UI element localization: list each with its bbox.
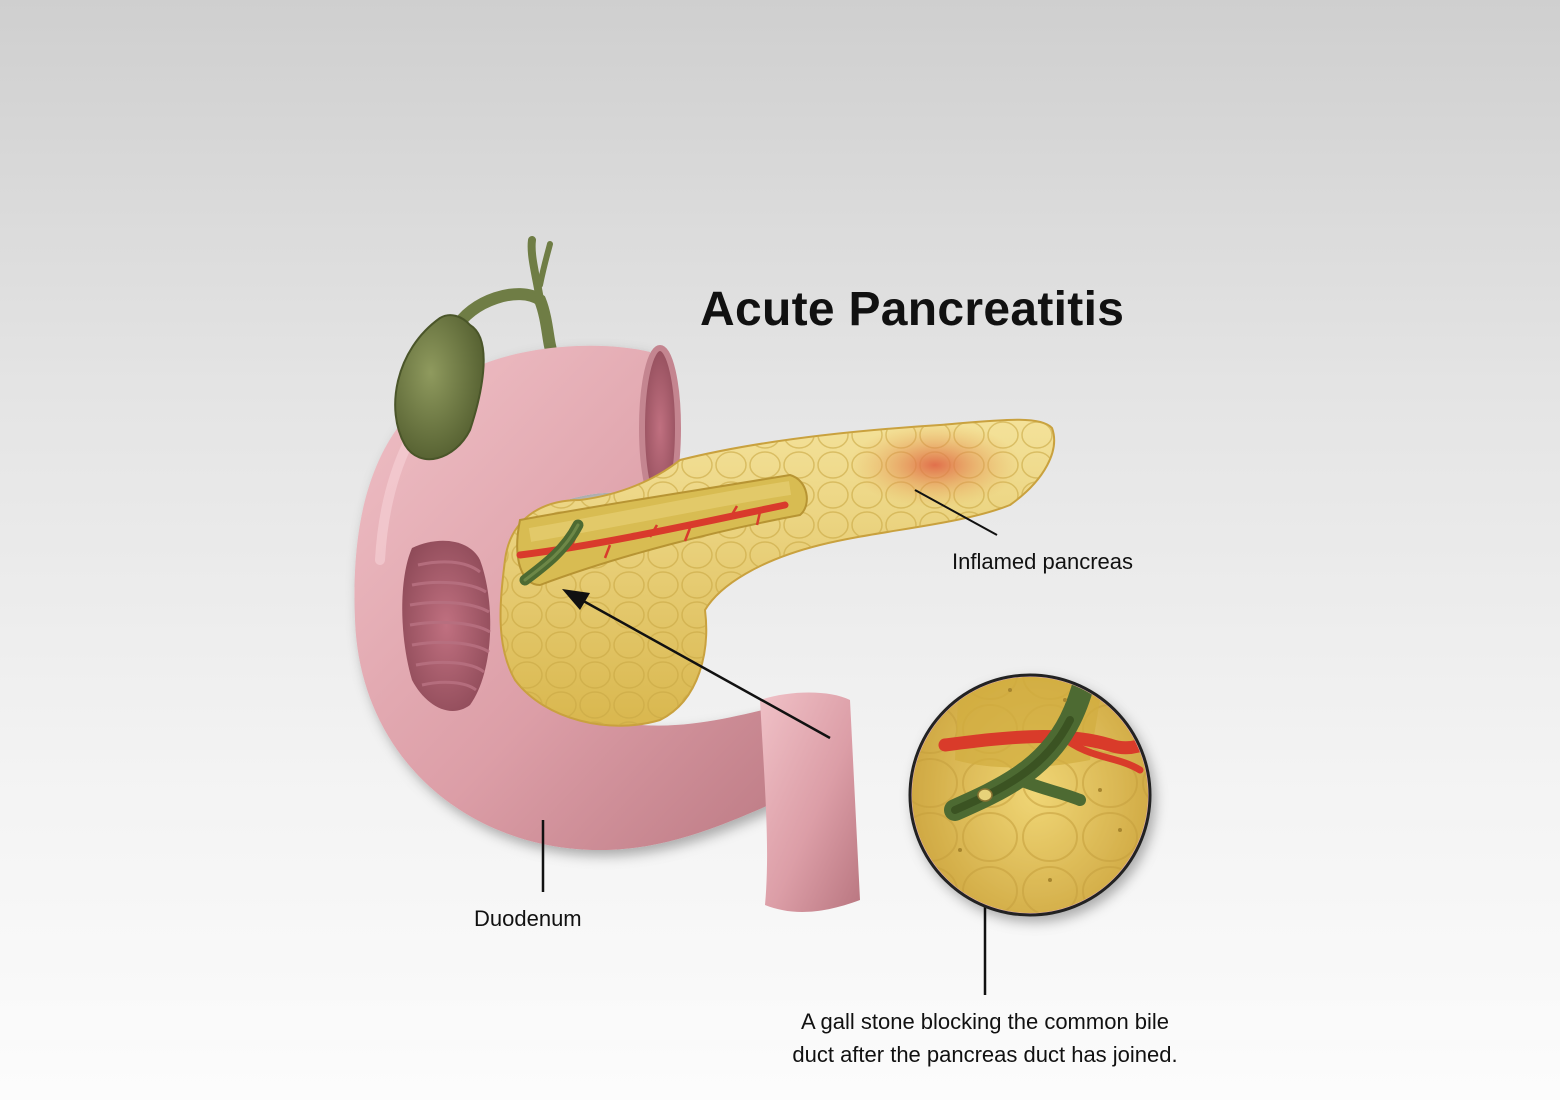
gallbladder <box>394 314 485 461</box>
duodenum-label: Duodenum <box>474 906 582 931</box>
magnified-inset <box>908 673 1152 917</box>
gall-stone-caption: A gall stone blocking the common bile du… <box>730 1005 1240 1071</box>
inflamed-region <box>850 423 1020 507</box>
gall-stone-caption-line-1: A gall stone blocking the common bile <box>800 1009 1170 1034</box>
hepatic-duct <box>527 236 544 304</box>
inflamed-pointer <box>914 489 998 536</box>
inflamed-pancreas-label: Inflamed pancreas <box>952 549 1133 574</box>
diagram-title: Acute Pancreatitis <box>700 283 1125 336</box>
pancreatic-vessel <box>516 501 789 559</box>
duodenum <box>354 345 830 850</box>
duodenum-lower <box>760 692 860 912</box>
gall-stone-caption-line-2: duct after the pancreas duct has joined. <box>792 1042 1178 1067</box>
zoom-arrow <box>562 589 831 740</box>
gall-stone <box>977 788 993 802</box>
